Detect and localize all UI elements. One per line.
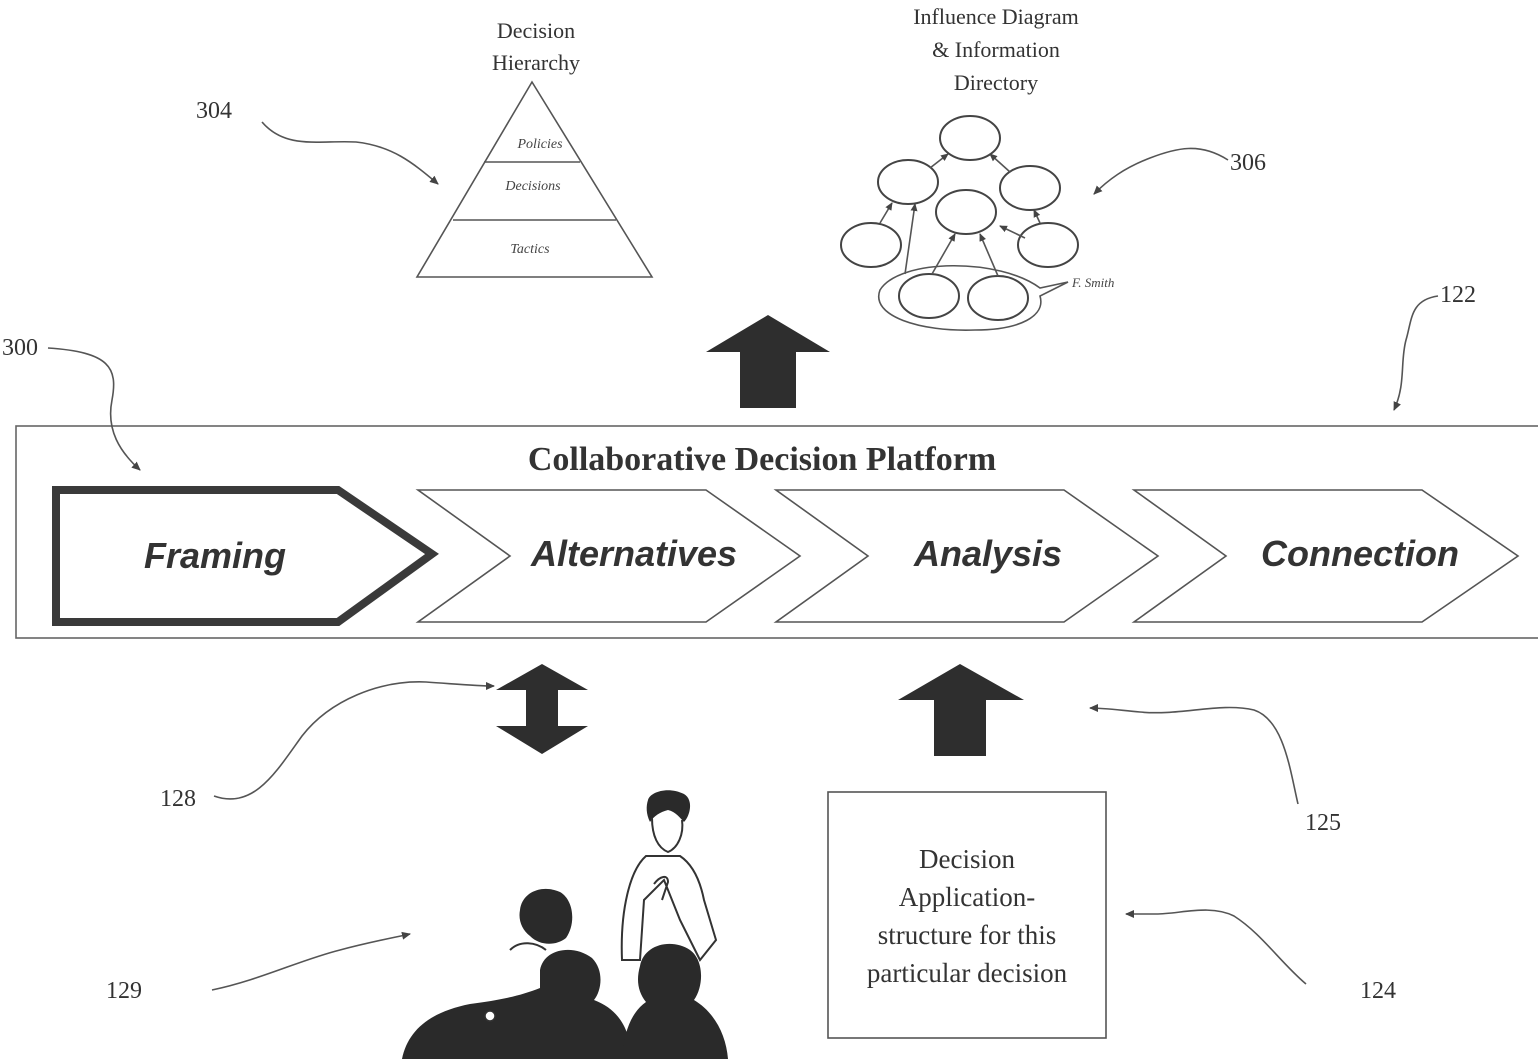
ref-304: 304 [196, 98, 232, 124]
ref-124: 124 [1360, 978, 1396, 1004]
application-up-arrow [898, 664, 1024, 756]
ref-129: 129 [106, 978, 142, 1004]
hierarchy-level-decisions: Decisions [504, 179, 561, 194]
stage-connection [1131, 489, 1520, 623]
stage-analysis-label: Analysis [913, 533, 1062, 574]
hierarchy-level-policies: Policies [516, 137, 563, 152]
stage-alternatives [415, 489, 802, 623]
influence-diagram: Influence Diagram & Information Director… [840, 4, 1114, 331]
ref-128: 128 [160, 786, 196, 812]
reference-numerals: 300 304 306 122 128 125 129 124 [2, 98, 1476, 1004]
influence-title-line2: & Information [932, 37, 1060, 62]
decision-application-box: Decision Application- structure for this… [827, 791, 1107, 1039]
application-line2: Application- [899, 882, 1035, 912]
influence-node-left [877, 159, 939, 205]
platform-title: Collaborative Decision Platform [528, 441, 996, 478]
application-line4: particular decision [867, 958, 1068, 988]
hierarchy-pyramid [415, 80, 654, 278]
ref-306: 306 [1230, 150, 1266, 176]
influence-node-right [999, 165, 1061, 211]
hierarchy-title-line2: Hierarchy [492, 50, 580, 75]
influence-node-bottom-right [967, 275, 1029, 321]
hierarchy-title-line1: Decision [497, 18, 575, 43]
people-double-arrow [496, 664, 588, 754]
ref-300: 300 [2, 335, 38, 361]
stage-framing [52, 486, 439, 626]
influence-node-far-left [840, 222, 902, 268]
influence-node-top [939, 115, 1001, 161]
decision-hierarchy: Decision Hierarchy Policies Decisions Ta… [415, 18, 654, 278]
ref-125: 125 [1305, 810, 1341, 836]
stage-alternatives-label: Alternatives [530, 533, 737, 574]
collaborative-platform: Collaborative Decision Platform Framing … [15, 425, 1538, 639]
application-line3: structure for this [878, 920, 1056, 950]
influence-title-line3: Directory [954, 70, 1038, 95]
ref-122: 122 [1440, 282, 1476, 308]
stage-framing-label: Framing [144, 535, 286, 576]
stage-connection-label: Connection [1261, 533, 1459, 574]
output-up-arrow [706, 315, 830, 408]
influence-node-bottom-left [898, 273, 960, 319]
influence-node-far-right [1017, 222, 1079, 268]
influence-title-line1: Influence Diagram [913, 4, 1079, 29]
people-illustration [402, 790, 728, 1059]
influence-node-center [935, 189, 997, 235]
application-line1: Decision [919, 844, 1015, 874]
stage-analysis [773, 489, 1160, 623]
hierarchy-level-tactics: Tactics [510, 242, 550, 257]
influence-owner-label: F. Smith [1071, 275, 1114, 290]
